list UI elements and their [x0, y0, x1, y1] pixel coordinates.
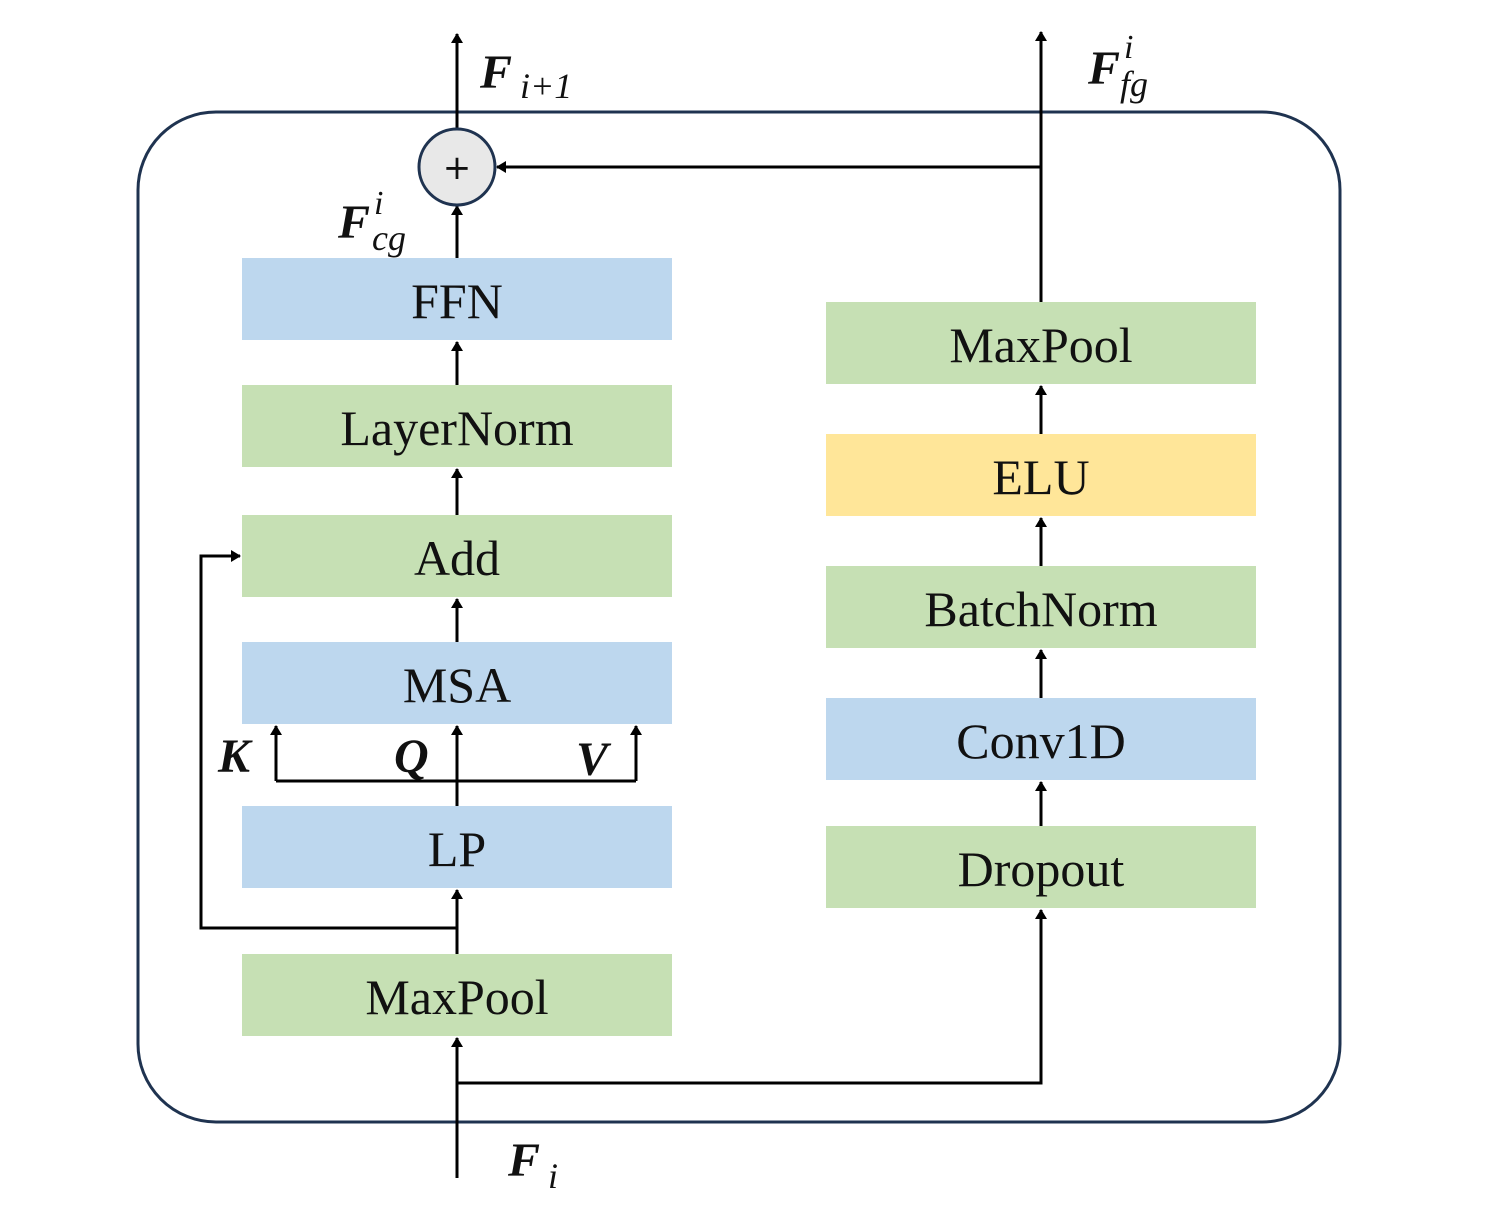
v-label: V: [576, 733, 612, 786]
layernorm-block: [242, 385, 672, 467]
arrow-input-to-dropout: [457, 909, 1047, 1085]
dropout-label: Dropout: [958, 841, 1125, 897]
add-label: Add: [414, 530, 500, 586]
output-symbol: F i+1: [479, 46, 572, 106]
lp-block: [242, 806, 672, 888]
msa-block: [242, 642, 672, 724]
input-symbol: F i: [507, 1134, 558, 1196]
ffn-block: [242, 258, 672, 340]
fine-feature-sup: i: [1124, 29, 1133, 66]
elu-block: [826, 434, 1256, 516]
sum-node: [417, 127, 497, 207]
msa-label: MSA: [403, 657, 511, 713]
ffn-label: FFN: [411, 273, 503, 329]
dropout-block: [826, 826, 1256, 908]
add-block: [242, 515, 672, 597]
elu-label: ELU: [992, 449, 1089, 505]
right-maxpool-label: MaxPool: [949, 317, 1132, 373]
q-label: Q: [394, 730, 429, 783]
batchnorm-block: [826, 566, 1256, 648]
coarse-feature-symbol: F: [337, 196, 370, 249]
arrow-residual-to-add: [199, 550, 457, 930]
coarse-feature-sup: i: [374, 185, 383, 222]
fine-feature-symbol: F: [1087, 42, 1120, 95]
conv1d-block: [826, 698, 1256, 780]
layernorm-label: LayerNorm: [340, 400, 573, 456]
coarse-feature-sub: cg: [372, 218, 406, 258]
batchnorm-label: BatchNorm: [924, 581, 1157, 637]
left-maxpool-label: MaxPool: [365, 969, 548, 1025]
right-maxpool-block: [826, 302, 1256, 384]
lp-label: LP: [428, 821, 486, 877]
left-maxpool-block: [242, 954, 672, 1036]
fine-feature-sub: fg: [1120, 64, 1148, 104]
module-frame: [136, 110, 1342, 1124]
k-label: K: [217, 730, 253, 783]
conv1d-label: Conv1D: [956, 713, 1125, 769]
sum-symbol: +: [443, 148, 472, 188]
